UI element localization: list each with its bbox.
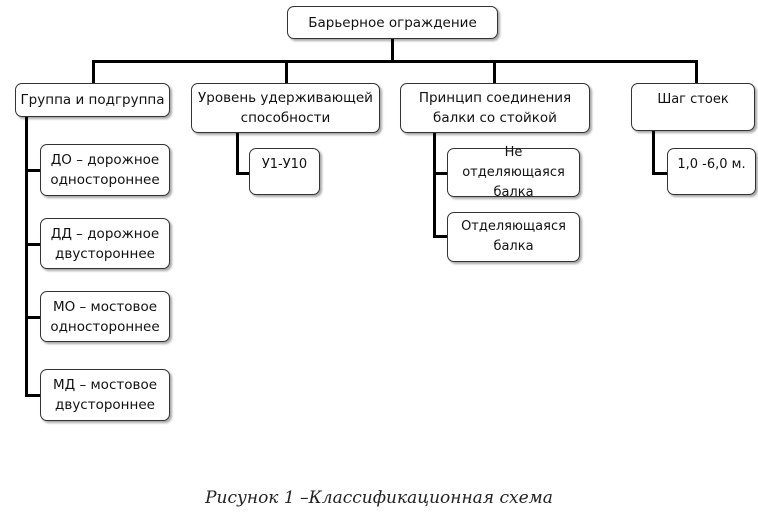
branch-step-node: Шаг стоек	[631, 83, 755, 131]
connector-group	[92, 60, 95, 84]
root-connector	[391, 39, 394, 62]
step-child-label: 1,0 -6,0 м.	[677, 157, 746, 172]
group-child-tick	[25, 169, 41, 172]
step-child-range: 1,0 -6,0 м.	[667, 148, 756, 195]
branch-group-node: Группа и подгруппа	[15, 83, 170, 117]
group-child-label: МО – мостовое одностороннее	[50, 298, 160, 335]
horizontal-connector	[92, 60, 698, 63]
principle-child-fixed: Не отделяющаяся балка	[447, 145, 580, 200]
connector-step	[695, 60, 698, 84]
group-child-md: МД – мостовое двустороннее	[40, 369, 170, 421]
principle-child-detachable: Отделяющаяся балка	[447, 212, 580, 262]
connector-level	[285, 60, 288, 84]
group-child-tick	[25, 394, 41, 397]
group-vertical-line	[25, 117, 28, 397]
branch-level-label: Уровень удерживающей способности	[198, 90, 373, 126]
level-child-u1-u10: У1-У10	[249, 148, 320, 195]
figure-caption: Рисунок 1 –Классификационная схема	[205, 488, 553, 508]
level-child-label: У1-У10	[261, 157, 308, 172]
connector-principle	[493, 60, 496, 84]
level-vertical-line	[236, 133, 239, 175]
step-vertical-line	[652, 131, 655, 175]
group-child-tick	[25, 316, 41, 319]
root-label: Барьерное ограждение	[308, 14, 477, 31]
principle-child-label: Отделяющаяся балка	[461, 219, 566, 254]
branch-step-label: Шаг стоек	[657, 92, 729, 107]
principle-child-label: Не отделяющаяся балка	[462, 144, 565, 200]
group-child-mo: МО – мостовое одностороннее	[40, 291, 170, 342]
group-child-label: МД – мостовое двустороннее	[52, 377, 158, 413]
group-child-label: ДД – дорожное двустороннее	[50, 225, 160, 262]
group-child-label: ДО – дорожное одностороннее	[50, 152, 160, 188]
group-child-do: ДО – дорожное одностороннее	[40, 144, 170, 196]
group-child-tick	[25, 243, 41, 246]
root-node: Барьерное ограждение	[287, 6, 498, 39]
branch-principle-node: Принцип соединения балки со стойкой	[400, 83, 590, 133]
branch-principle-label: Принцип соединения балки со стойкой	[418, 90, 572, 126]
principle-vertical-line	[433, 133, 436, 238]
principle-child-tick	[433, 172, 448, 175]
group-child-dd: ДД – дорожное двустороннее	[40, 218, 170, 269]
step-child-tick	[652, 172, 668, 175]
branch-level-node: Уровень удерживающей способности	[191, 83, 380, 133]
principle-child-tick	[433, 235, 448, 238]
branch-group-label: Группа и подгруппа	[20, 92, 165, 108]
level-child-tick	[236, 172, 250, 175]
